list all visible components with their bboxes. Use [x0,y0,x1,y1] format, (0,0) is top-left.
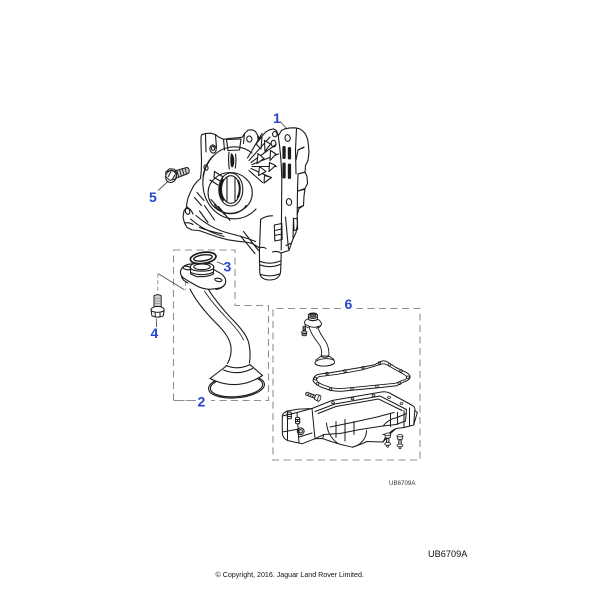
svg-text:UB6709A: UB6709A [389,480,416,487]
svg-text:5: 5 [149,189,157,205]
svg-text:UB6709A: UB6709A [428,549,468,559]
svg-text:4: 4 [151,325,159,341]
svg-text:2: 2 [198,394,206,410]
svg-text:© Copyright, 2016. Jaguar Land: © Copyright, 2016. Jaguar Land Rover Lim… [216,571,364,579]
svg-text:3: 3 [224,259,232,275]
svg-text:6: 6 [345,296,353,312]
svg-text:1: 1 [273,110,281,126]
